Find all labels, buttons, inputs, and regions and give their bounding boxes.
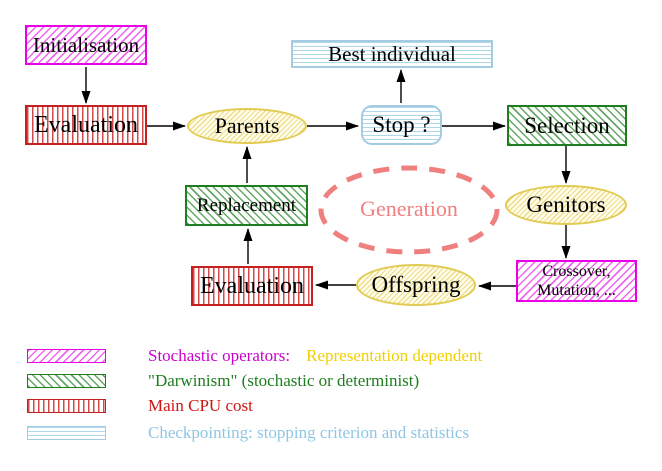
node-offspring: Offspring: [356, 264, 476, 306]
node-selection: Selection: [507, 105, 627, 146]
legend-label-darwinism: "Darwinism" (stochastic or determinist): [148, 370, 420, 390]
generation-label: Generation: [360, 196, 458, 221]
legend-row-stochastic-operators: Stochastic operators: Representation dep…: [27, 345, 483, 365]
node-replacement: Replacement: [185, 185, 308, 226]
crossover-line1: Crossover,: [542, 262, 611, 280]
node-parents: Parents: [187, 108, 307, 144]
legend-row-checkpointing: Checkpointing: stopping criterion and st…: [27, 422, 470, 442]
legend-swatch-red-vertical-hatch: [27, 398, 106, 413]
legend-label-checkpointing: Checkpointing: stopping criterion and st…: [148, 422, 470, 442]
crossover-line2: Mutation, ...: [537, 282, 616, 299]
node-initialisation: Initialisation: [25, 25, 147, 65]
legend-row-main-cpu-cost: Main CPU cost: [27, 395, 253, 415]
legend-label-stochastic-operators: Stochastic operators:: [148, 345, 291, 365]
legend-swatch-cyan-horizontal-hatch: [27, 425, 106, 440]
legend-label-main-cpu-cost: Main CPU cost: [148, 395, 253, 415]
node-genitors: Genitors: [505, 185, 627, 225]
node-evaluation-top: Evaluation: [25, 105, 147, 145]
legend-row-darwinism: "Darwinism" (stochastic or determinist): [27, 370, 420, 390]
legend-swatch-green-diagonal-hatch: [27, 373, 106, 388]
node-stop: Stop ?: [361, 105, 442, 145]
legend-label-representation-dependent: Representation dependent: [306, 345, 483, 365]
node-crossover-mutation: Crossover, Mutation, ...: [516, 260, 637, 302]
node-best-individual: Best individual: [291, 40, 493, 68]
node-evaluation-bottom: Evaluation: [191, 266, 313, 306]
legend-swatch-magenta-diagonal-hatch: [27, 348, 106, 363]
